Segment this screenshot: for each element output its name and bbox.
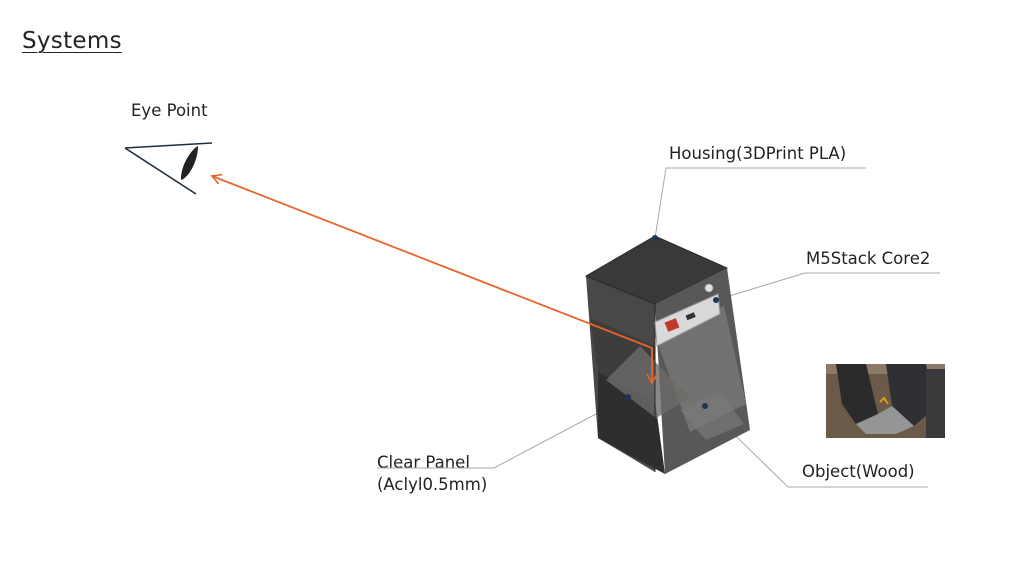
label-eye-point: Eye Point	[131, 101, 208, 120]
label-clear-panel-line2: (Aclyl0.5mm)	[377, 475, 488, 494]
marker-object	[702, 403, 708, 409]
sight-line	[210, 173, 658, 385]
eye-icon	[124, 142, 213, 195]
leader-m5stack	[715, 272, 940, 301]
leader-housing	[654, 167, 866, 239]
leader-lines	[377, 167, 940, 488]
label-housing: Housing(3DPrint PLA)	[669, 144, 847, 163]
marker-m5stack	[713, 297, 719, 303]
marker-clear-panel	[625, 394, 631, 400]
label-clear-panel-line1: Clear Panel	[377, 453, 470, 472]
leader-clear-panel	[377, 396, 629, 469]
label-m5stack: M5Stack Core2	[806, 249, 931, 268]
marker-housing	[652, 235, 658, 241]
label-clear-panel: Clear Panel (Aclyl0.5mm)	[377, 452, 487, 496]
housing-body	[584, 235, 750, 474]
page-title: Systems	[22, 28, 122, 54]
object-photo	[826, 364, 945, 438]
label-object: Object(Wood)	[802, 462, 915, 481]
markers	[625, 235, 719, 409]
